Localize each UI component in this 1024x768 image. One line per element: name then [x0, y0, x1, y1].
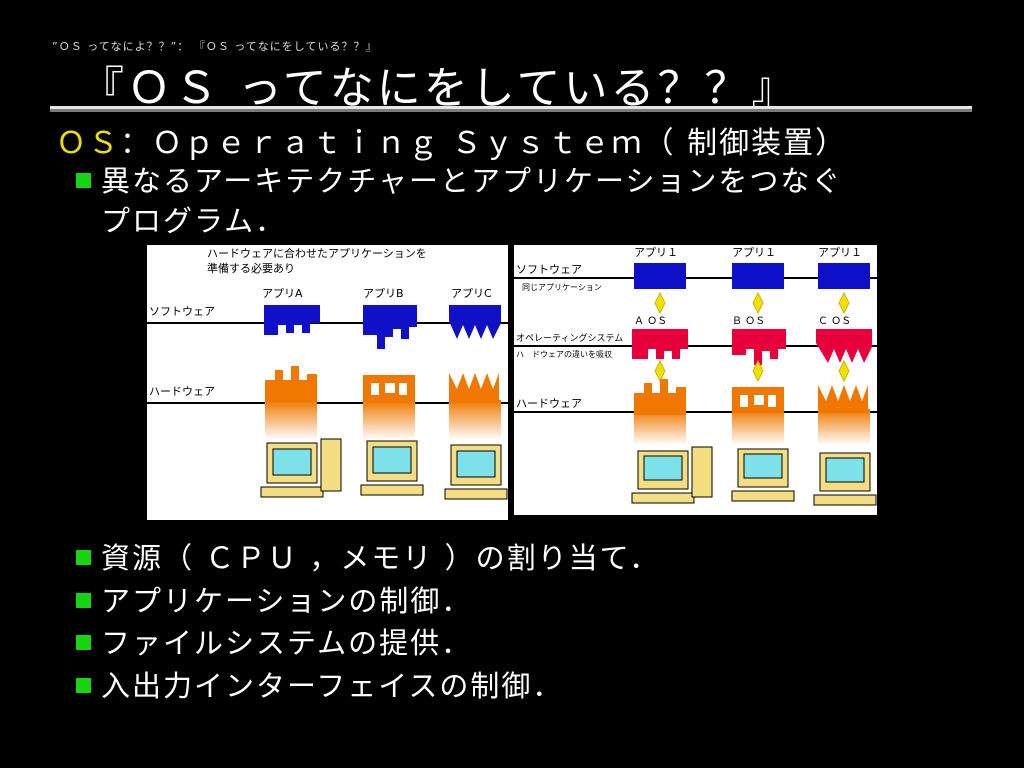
computer-icon	[360, 440, 424, 496]
bullet-item: 入出力インターフェイスの制御．	[76, 663, 563, 705]
caption-line-1: ハードウェアに合わせたアプリケーションを	[207, 246, 427, 260]
hardware-b	[363, 375, 415, 403]
software-label: ソフトウェア	[149, 305, 215, 318]
hardware-label: ハードウェア	[516, 397, 582, 410]
bullet-item: 資源（ ＣＰＵ ，メモリ ）の割り当て．	[76, 535, 660, 577]
app-block-c	[449, 305, 501, 339]
hardware-a	[265, 366, 317, 402]
bullet-text: 資源（ ＣＰＵ ，メモリ ）の割り当て．	[101, 541, 661, 575]
subtitle-rest: ：Ｏｐｅｒａｔｉｎｇ Ｓｙｓｔｅｍ（ 制御装置）	[120, 126, 848, 161]
os-name: Ａ ＯＳ	[634, 316, 667, 327]
hardware-b	[732, 387, 784, 413]
app-label: アプリB	[363, 287, 404, 300]
diamond-arrow-icon	[654, 360, 666, 382]
app-label: アプリ１	[818, 246, 862, 259]
bullet-square-icon	[76, 634, 91, 650]
diamond-arrow-icon	[752, 292, 764, 314]
os-label: オペレーティングシステム	[516, 332, 623, 344]
app-block	[818, 263, 870, 289]
diagram-right: アプリ１ アプリ１ アプリ１ ソフトウェア 同じアプリケーション Ａ ＯＳ Ｂ …	[514, 245, 877, 515]
slide-title: 『ＯＳ ってなにをしている？？』	[80, 63, 799, 114]
diamond-arrow-icon	[838, 360, 850, 382]
app-label: アプリ１	[634, 246, 678, 259]
os-name: Ｃ ＯＳ	[818, 316, 851, 327]
hardware-c	[818, 385, 868, 413]
hardware-label: ハードウェア	[149, 385, 215, 398]
computer-icon	[260, 438, 342, 498]
hardware-a	[634, 379, 686, 415]
app-label: アプリ１	[732, 246, 776, 259]
bullet-text: ファイルシステムの提供．	[101, 626, 473, 660]
bullet-square-icon	[76, 592, 91, 608]
os-name: Ｂ ＯＳ	[732, 316, 765, 327]
bullet-text: アプリケーションの制御．	[101, 584, 473, 618]
bullet-item: 異なるアーキテクチャーとアプリケーションをつなぐ	[76, 158, 842, 200]
bullet-square-icon	[76, 549, 91, 565]
absorb-label: ハ ドウェアの違いを吸収	[516, 349, 612, 359]
diamond-arrow-icon	[838, 292, 850, 314]
bullet-item: アプリケーションの制御．	[76, 578, 472, 620]
bullet-text: 入出力インターフェイスの制御．	[101, 669, 564, 703]
caption-line-2: 準備する必要あり	[207, 261, 295, 275]
app-block	[732, 263, 784, 289]
computer-icon	[444, 444, 508, 500]
title-rule	[50, 106, 972, 109]
hardware-c	[449, 373, 499, 403]
subtitle-highlight: ＯＳ	[56, 126, 120, 161]
app-block	[634, 263, 686, 289]
breadcrumb: ”ＯＳ ってなによ？？”： 『ＯＳ ってなにをしている？？』	[52, 40, 378, 53]
bullet-text: 異なるアーキテクチャーとアプリケーションをつなぐ	[101, 164, 843, 198]
subtitle: ＯＳ：Ｏｐｅｒａｔｉｎｇ Ｓｙｓｔｅｍ（ 制御装置）	[56, 118, 847, 162]
app-label: アプリA	[262, 287, 303, 300]
software-label: ソフトウェア	[516, 263, 582, 276]
os-block-b	[732, 329, 786, 365]
diamond-arrow-icon	[654, 292, 666, 314]
os-block-a	[632, 329, 688, 359]
diagram-left: ハードウェアに合わせたアプリケーションを 準備する必要あり アプリA アプリB …	[147, 245, 508, 520]
bullet-square-icon	[76, 172, 91, 188]
computer-icon	[631, 446, 713, 504]
app-label: アプリC	[451, 287, 492, 300]
same-app-label: 同じアプリケーション	[522, 283, 602, 292]
bullet-square-icon	[76, 677, 91, 693]
app-block-b	[363, 305, 417, 349]
bullet-continuation: プログラム．	[101, 204, 287, 238]
bullet-item: ファイルシステムの提供．	[76, 620, 472, 662]
title-rule-shadow	[50, 109, 972, 112]
os-block-c	[816, 329, 872, 363]
computer-icon	[731, 448, 795, 502]
app-block-a	[264, 305, 320, 335]
computer-icon	[813, 452, 877, 506]
